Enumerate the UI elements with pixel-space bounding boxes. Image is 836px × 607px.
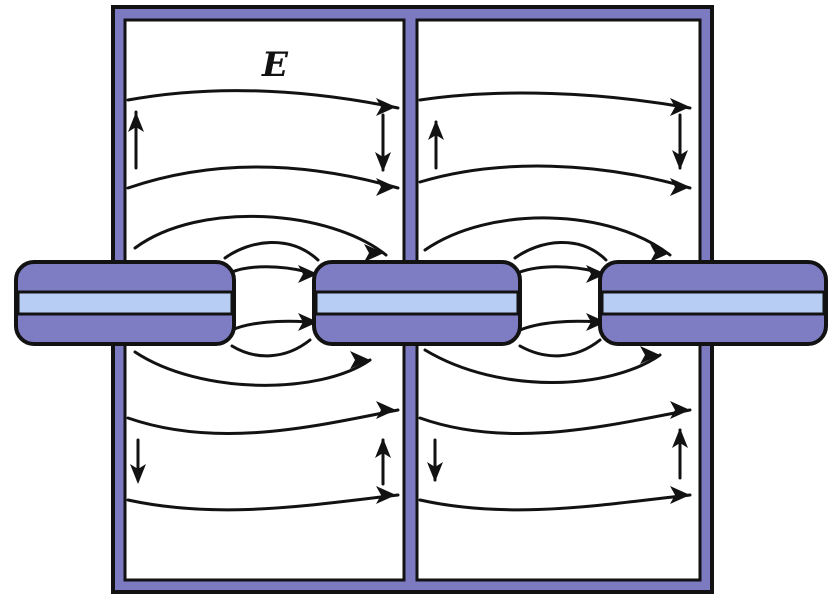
field-line	[133, 214, 388, 257]
arrowhead	[650, 244, 670, 262]
arrowhead	[298, 313, 318, 331]
arrowhead	[350, 351, 370, 369]
field-arrowheads	[128, 98, 690, 504]
arrowhead	[427, 462, 443, 482]
field-line	[126, 165, 400, 190]
field-line	[418, 408, 692, 436]
arrowhead	[130, 464, 146, 484]
field-line	[133, 350, 372, 387]
drift-tube-left	[14, 260, 236, 346]
field-line	[513, 241, 608, 262]
arrowhead	[670, 486, 690, 504]
arrowhead	[364, 244, 384, 262]
arrowhead	[672, 428, 688, 448]
field-line	[518, 319, 600, 332]
drift-tube-right	[598, 260, 828, 346]
arrowhead	[375, 152, 391, 172]
arrowhead	[670, 98, 690, 116]
drift-tubes	[14, 260, 828, 346]
field-line	[418, 91, 692, 110]
field-line	[518, 338, 602, 358]
field-line	[418, 164, 692, 190]
field-line	[126, 89, 400, 110]
arrowhead	[298, 265, 318, 283]
electric-field-label: E	[261, 45, 289, 85]
arrowhead	[640, 346, 660, 364]
arrowhead	[376, 178, 396, 196]
field-line	[230, 338, 312, 358]
field-line	[230, 265, 310, 274]
field-line	[223, 241, 320, 262]
arrowhead	[672, 150, 688, 170]
arrowhead	[128, 112, 144, 132]
field-line	[423, 216, 672, 257]
arrowhead	[586, 265, 606, 283]
arrowhead	[376, 401, 396, 419]
beam-aperture	[16, 290, 234, 316]
arrowhead	[375, 438, 391, 458]
arrowhead	[428, 120, 444, 140]
arrowhead	[670, 401, 690, 419]
beam-aperture	[600, 290, 826, 316]
arrowhead	[670, 178, 690, 196]
beam-aperture	[314, 290, 520, 316]
field-line	[230, 319, 310, 332]
field-line	[126, 408, 400, 436]
arrowhead	[376, 98, 396, 116]
field-line	[418, 493, 692, 512]
field-line	[423, 348, 662, 384]
arrowhead	[376, 486, 396, 504]
field-line	[126, 493, 400, 512]
drift-tube-middle	[312, 260, 522, 346]
arrowhead	[586, 313, 606, 331]
